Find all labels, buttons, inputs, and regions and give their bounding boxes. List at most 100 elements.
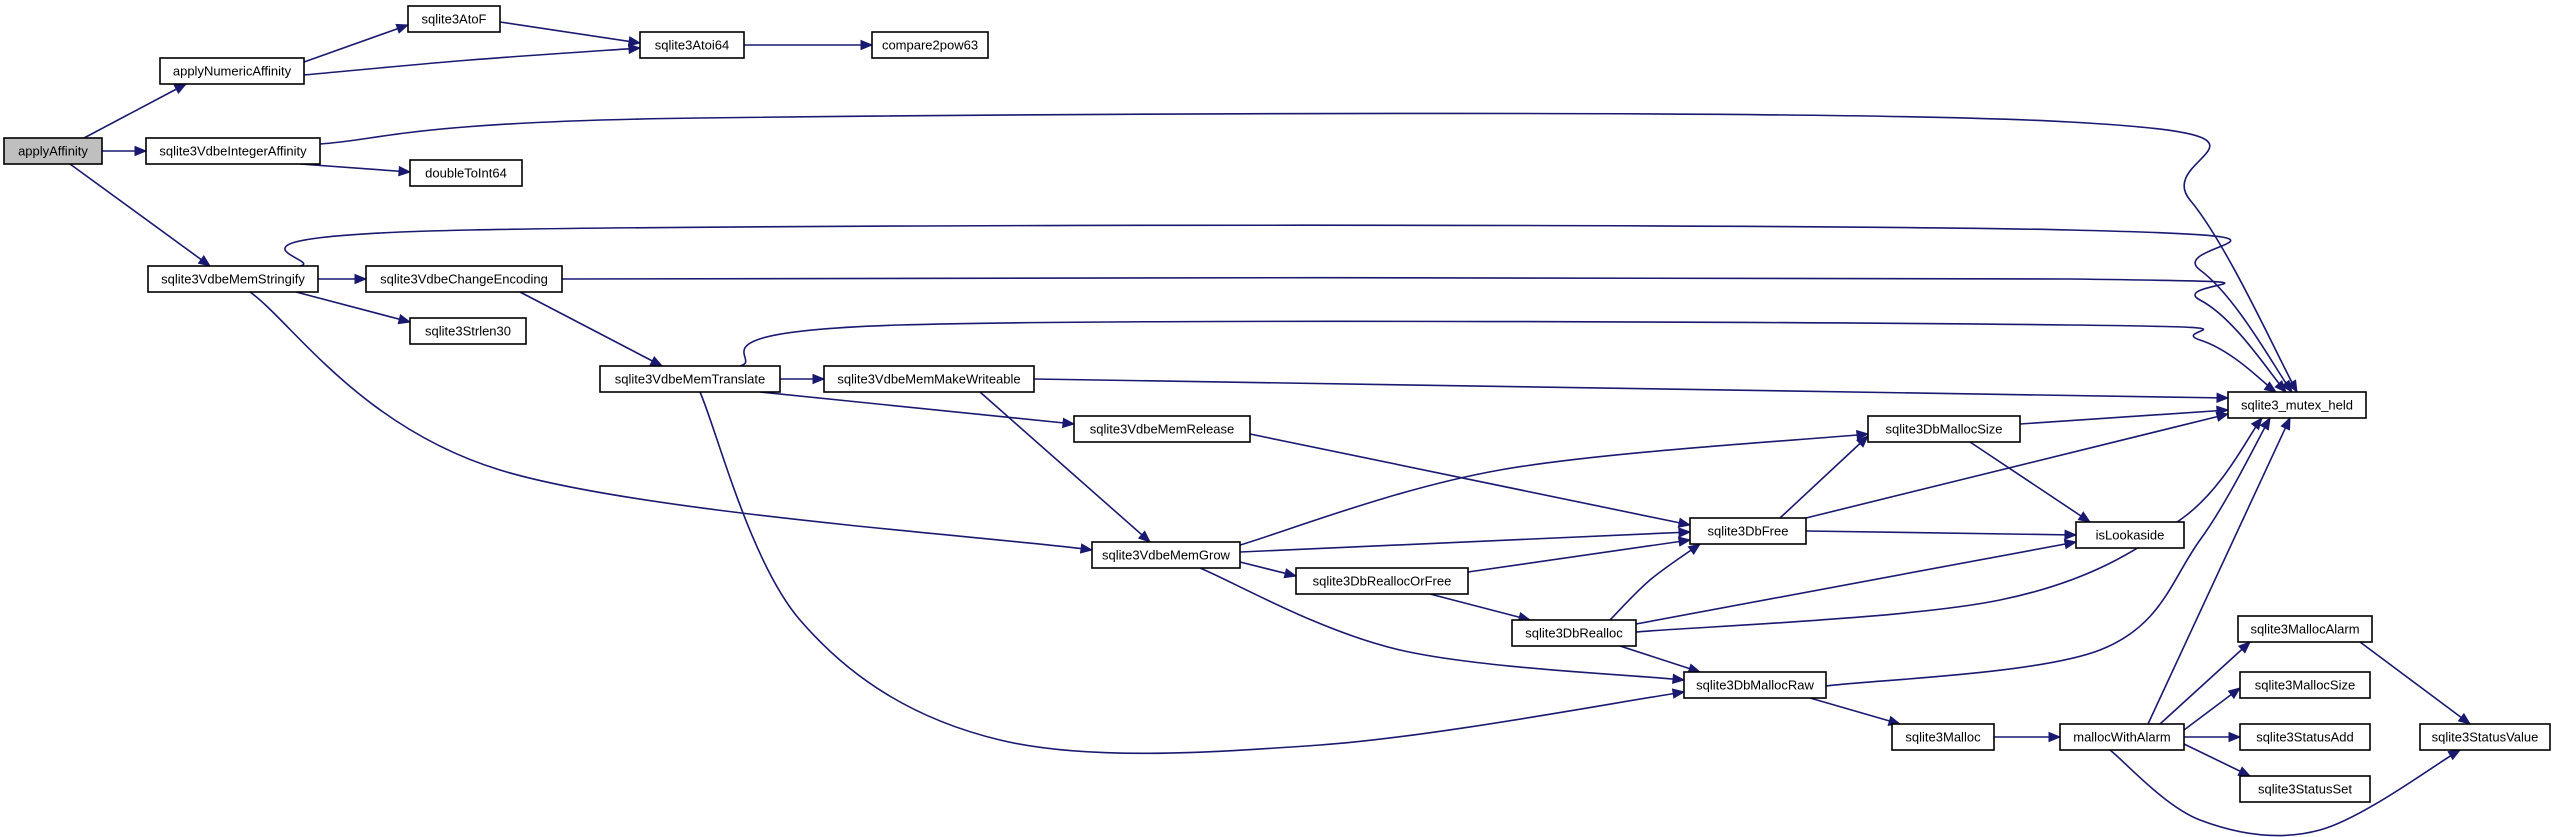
arrowhead-sqlite3Atoi64-to-compare2pow63 <box>860 39 874 51</box>
node-sqlite3Strlen30[interactable]: sqlite3Strlen30 <box>409 317 527 345</box>
node-sqlite3VdbeMemGrow[interactable]: sqlite3VdbeMemGrow <box>1091 541 1241 569</box>
edge-sqlite3DbFree-to-sqlite3DbMallocSize <box>1779 435 1869 519</box>
arrowhead-sqlite3VdbeChangeEncoding-to-sqlite3VdbeMemTranslate <box>649 356 664 367</box>
arrowhead-applyAffinity-to-sqlite3VdbeIntegerAffinity <box>134 145 148 157</box>
node-box-sqlite3VdbeMemRelease <box>1073 415 1251 443</box>
node-sqlite3Malloc[interactable]: sqlite3Malloc <box>1891 723 1995 751</box>
node-sqlite3VdbeIntegerAffinity[interactable]: sqlite3VdbeIntegerAffinity <box>145 137 321 165</box>
node-box-sqlite3_mutex_held <box>2227 391 2367 419</box>
edges-layer <box>69 21 2472 837</box>
node-label: sqlite3VdbeMemMakeWriteable <box>837 371 1020 386</box>
arrowhead-sqlite3AtoF-to-sqlite3Atoi64 <box>627 36 642 47</box>
arrowhead-sqlite3VdbeMemGrow-to-sqlite3DbMallocSize <box>1856 429 1870 441</box>
node-sqlite3StatusValue[interactable]: sqlite3StatusValue <box>2419 723 2551 751</box>
edge-applyAffinity-to-applyNumericAffinity <box>83 83 187 139</box>
node-sqlite3AtoF[interactable]: sqlite3AtoF <box>407 5 501 33</box>
edge-sqlite3VdbeMemTranslate-to-sqlite3VdbeMemRelease <box>759 391 1075 425</box>
node-applyAffinity[interactable]: applyAffinity <box>3 137 103 165</box>
arrowhead-mallocWithAlarm-to-sqlite3MallocSize <box>2227 687 2242 700</box>
node-sqlite3DbMallocSize[interactable]: sqlite3DbMallocSize <box>1867 415 2021 443</box>
edge-sqlite3VdbeMemTranslate-to-sqlite3DbMallocRaw <box>699 391 1685 755</box>
arrowhead-sqlite3DbRealloc-to-sqlite3_mutex_held <box>2250 416 2263 431</box>
node-label: sqlite3VdbeMemStringify <box>161 271 305 286</box>
arrowhead-sqlite3VdbeMemStringify-to-sqlite3Strlen30 <box>397 313 412 325</box>
edge-sqlite3DbRealloc-to-sqlite3DbFree <box>1609 543 1701 621</box>
node-sqlite3StatusAdd[interactable]: sqlite3StatusAdd <box>2239 723 2371 751</box>
node-compare2pow63[interactable]: compare2pow63 <box>871 31 989 59</box>
node-applyNumericAffinity[interactable]: applyNumericAffinity <box>159 57 305 85</box>
node-doubleToInt64[interactable]: doubleToInt64 <box>409 159 523 187</box>
node-sqlite3DbReallocOrFree[interactable]: sqlite3DbReallocOrFree <box>1295 567 1469 595</box>
node-box-applyNumericAffinity <box>159 57 305 85</box>
node-label: applyNumericAffinity <box>173 63 292 78</box>
arrowhead-sqlite3VdbeMemGrow-to-sqlite3DbFree <box>1678 527 1692 538</box>
edge-sqlite3VdbeMemRelease-to-sqlite3DbFree <box>1249 433 1691 526</box>
edge-sqlite3AtoF-to-sqlite3Atoi64 <box>499 21 641 44</box>
node-label: sqlite3VdbeMemTranslate <box>615 371 766 386</box>
node-sqlite3StatusSet[interactable]: sqlite3StatusSet <box>2239 775 2371 803</box>
node-label: sqlite3Malloc <box>1905 729 1981 744</box>
node-sqlite3VdbeMemTranslate[interactable]: sqlite3VdbeMemTranslate <box>599 365 781 393</box>
node-sqlite3DbFree[interactable]: sqlite3DbFree <box>1689 517 1807 545</box>
node-sqlite3DbMallocRaw[interactable]: sqlite3DbMallocRaw <box>1683 671 1827 699</box>
node-sqlite3VdbeMemStringify[interactable]: sqlite3VdbeMemStringify <box>147 265 319 293</box>
arrowhead-sqlite3DbFree-to-sqlite3DbMallocSize <box>1856 435 1869 448</box>
arrowhead-sqlite3VdbeIntegerAffinity-to-sqlite3_mutex_held <box>2286 379 2298 394</box>
edge-sqlite3MallocAlarm-to-sqlite3StatusValue <box>2359 641 2471 725</box>
node-box-sqlite3AtoF <box>407 5 501 33</box>
arrowhead-sqlite3DbFree-to-isLookaside <box>2064 529 2078 541</box>
node-box-sqlite3VdbeMemGrow <box>1091 541 1241 569</box>
arrowhead-sqlite3VdbeMemStringify-to-sqlite3VdbeMemGrow <box>1079 543 1094 554</box>
arrowhead-sqlite3VdbeMemMakeWriteable-to-sqlite3_mutex_held <box>2216 392 2230 404</box>
node-sqlite3VdbeChangeEncoding[interactable]: sqlite3VdbeChangeEncoding <box>365 265 563 293</box>
node-box-sqlite3VdbeMemTranslate <box>599 365 781 393</box>
node-label: doubleToInt64 <box>425 165 507 180</box>
edge-sqlite3DbReallocOrFree-to-sqlite3DbFree <box>1467 539 1691 573</box>
node-sqlite3VdbeMemRelease[interactable]: sqlite3VdbeMemRelease <box>1073 415 1251 443</box>
edge-mallocWithAlarm-to-sqlite3MallocSize <box>2183 687 2241 731</box>
edge-sqlite3DbRealloc-to-isLookaside <box>1635 541 2077 625</box>
arrowhead-sqlite3DbFree-to-sqlite3_mutex_held <box>2215 411 2230 422</box>
node-sqlite3MallocSize[interactable]: sqlite3MallocSize <box>2239 671 2371 699</box>
node-sqlite3Atoi64[interactable]: sqlite3Atoi64 <box>639 31 745 59</box>
node-label: sqlite3DbReallocOrFree <box>1313 573 1452 588</box>
node-sqlite3VdbeMemMakeWriteable[interactable]: sqlite3VdbeMemMakeWriteable <box>823 365 1035 393</box>
edge-mallocWithAlarm-to-sqlite3MallocAlarm <box>2159 641 2251 725</box>
arrowhead-sqlite3DbRealloc-to-sqlite3DbFree <box>1687 543 1702 555</box>
edge-sqlite3VdbeMemStringify-to-sqlite3_mutex_held <box>284 224 2293 393</box>
arrowhead-sqlite3VdbeMemStringify-to-sqlite3_mutex_held <box>2280 379 2293 394</box>
arrowhead-sqlite3DbReallocOrFree-to-sqlite3DbFree <box>1677 536 1692 547</box>
node-sqlite3_mutex_held[interactable]: sqlite3_mutex_held <box>2227 391 2367 419</box>
edge-sqlite3VdbeMemGrow-to-sqlite3DbFree <box>1239 531 1691 553</box>
nodes-layer: applyAffinity applyNumericAffinity sqlite3… <box>3 5 2551 803</box>
arrowhead-sqlite3MallocAlarm-to-sqlite3StatusValue <box>2457 712 2472 725</box>
edge-sqlite3DbReallocOrFree-to-sqlite3DbRealloc <box>1429 593 1531 621</box>
edge-sqlite3DbMallocSize-to-isLookaside <box>1969 441 2091 523</box>
node-box-sqlite3VdbeMemStringify <box>147 265 319 293</box>
edge-mallocWithAlarm-to-sqlite3StatusValue <box>2109 749 2461 837</box>
node-box-isLookaside <box>2075 521 2185 549</box>
node-sqlite3MallocAlarm[interactable]: sqlite3MallocAlarm <box>2237 615 2373 643</box>
node-box-sqlite3StatusValue <box>2419 723 2551 751</box>
edge-sqlite3VdbeMemTranslate-to-sqlite3_mutex_held <box>739 320 2277 393</box>
node-mallocWithAlarm[interactable]: mallocWithAlarm <box>2059 723 2185 751</box>
arrowhead-mallocWithAlarm-to-sqlite3_mutex_held <box>2280 416 2291 431</box>
node-box-sqlite3DbFree <box>1689 517 1807 545</box>
arrowhead-sqlite3DbMallocSize-to-isLookaside <box>2077 511 2092 523</box>
edge-sqlite3VdbeMemGrow-to-sqlite3DbMallocSize <box>1239 433 1869 546</box>
node-isLookaside[interactable]: isLookaside <box>2075 521 2185 549</box>
edge-sqlite3VdbeMemStringify-to-sqlite3VdbeMemGrow <box>249 291 1093 551</box>
node-box-sqlite3Atoi64 <box>639 31 745 59</box>
node-sqlite3DbRealloc[interactable]: sqlite3DbRealloc <box>1511 619 1637 647</box>
node-box-sqlite3VdbeIntegerAffinity <box>145 137 321 165</box>
node-label: sqlite3DbFree <box>1708 523 1789 538</box>
arrowhead-applyAffinity-to-sqlite3VdbeMemStringify <box>197 255 212 267</box>
arrowhead-sqlite3VdbeMemTranslate-to-sqlite3VdbeMemRelease <box>1062 417 1076 429</box>
edge-mallocWithAlarm-to-sqlite3StatusSet <box>2183 743 2251 777</box>
edge-sqlite3DbMallocRaw-to-sqlite3Malloc <box>1809 697 1901 725</box>
edge-sqlite3VdbeChangeEncoding-to-sqlite3VdbeMemTranslate <box>519 291 663 367</box>
arrowhead-mallocWithAlarm-to-sqlite3MallocAlarm <box>2237 641 2251 654</box>
node-label: sqlite3VdbeMemGrow <box>1102 547 1230 562</box>
arrowhead-sqlite3VdbeMemStringify-to-sqlite3VdbeChangeEncoding <box>354 273 368 285</box>
